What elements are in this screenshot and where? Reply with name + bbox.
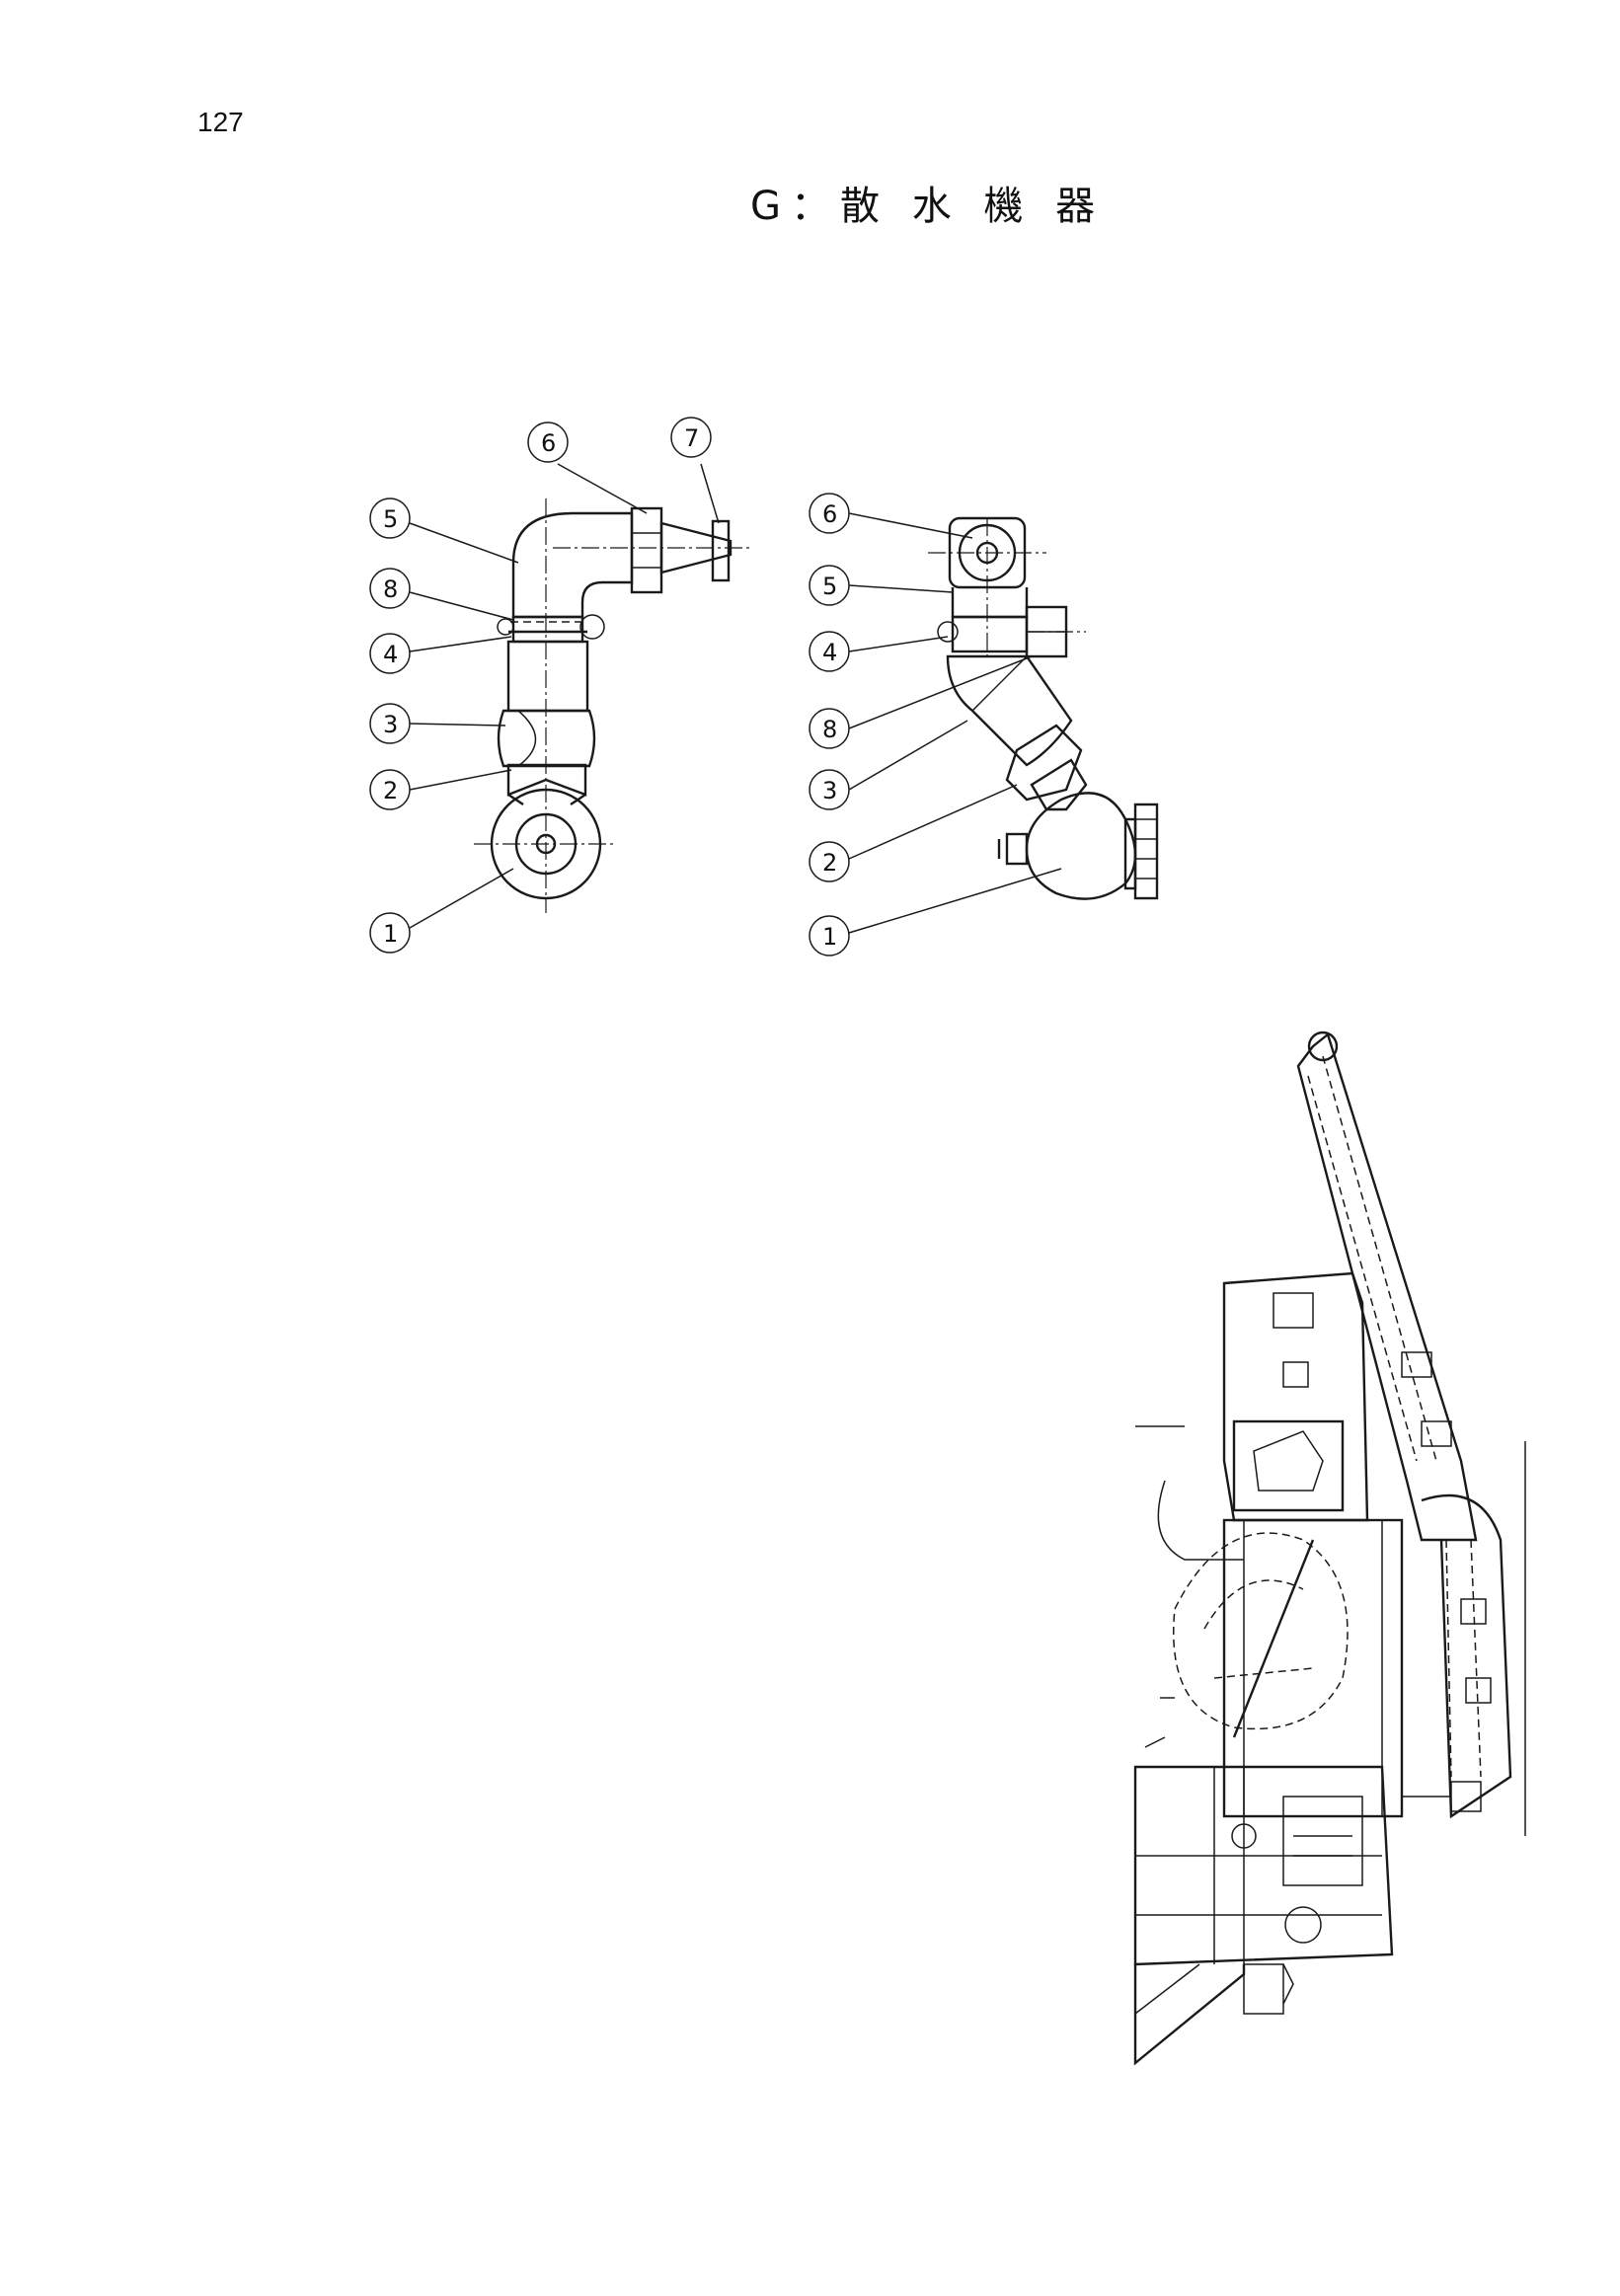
machine-side-view-icon (1133, 1031, 1526, 2066)
label-r3: 3 (809, 769, 850, 810)
right-nozzle-assembly: 1 2 3 8 4 5 6 (809, 493, 1159, 957)
page-number: 127 (197, 107, 244, 137)
svg-text:1: 1 (383, 920, 398, 948)
page-title: G：散 水 機 器 (750, 184, 1106, 229)
label-r1: 1 (809, 915, 850, 957)
svg-text:6: 6 (822, 500, 837, 528)
label-r6: 6 (809, 493, 850, 534)
label-1: 1 (369, 912, 411, 954)
label-6: 6 (527, 421, 569, 463)
svg-text:3: 3 (383, 711, 398, 738)
label-r4: 4 (809, 631, 850, 672)
svg-text:8: 8 (822, 716, 837, 743)
svg-text:7: 7 (684, 424, 699, 452)
svg-text:2: 2 (383, 777, 398, 804)
svg-text:2: 2 (822, 849, 837, 877)
svg-text:4: 4 (822, 639, 837, 666)
svg-text:5: 5 (822, 573, 837, 600)
label-2: 2 (369, 769, 411, 810)
left-nozzle-assembly: 1 2 3 4 8 5 6 7 (369, 417, 750, 954)
label-8: 8 (369, 568, 411, 609)
label-5: 5 (369, 497, 411, 539)
label-r5: 5 (809, 565, 850, 606)
svg-text:8: 8 (383, 575, 398, 603)
label-r2: 2 (809, 841, 850, 882)
label-7: 7 (670, 417, 712, 458)
svg-text:3: 3 (822, 777, 837, 804)
svg-text:4: 4 (383, 641, 398, 668)
svg-text:1: 1 (822, 923, 837, 951)
label-r8: 8 (809, 708, 850, 749)
svg-text:6: 6 (541, 429, 556, 457)
label-4: 4 (369, 633, 411, 674)
label-3: 3 (369, 703, 411, 744)
svg-text:5: 5 (383, 505, 398, 533)
